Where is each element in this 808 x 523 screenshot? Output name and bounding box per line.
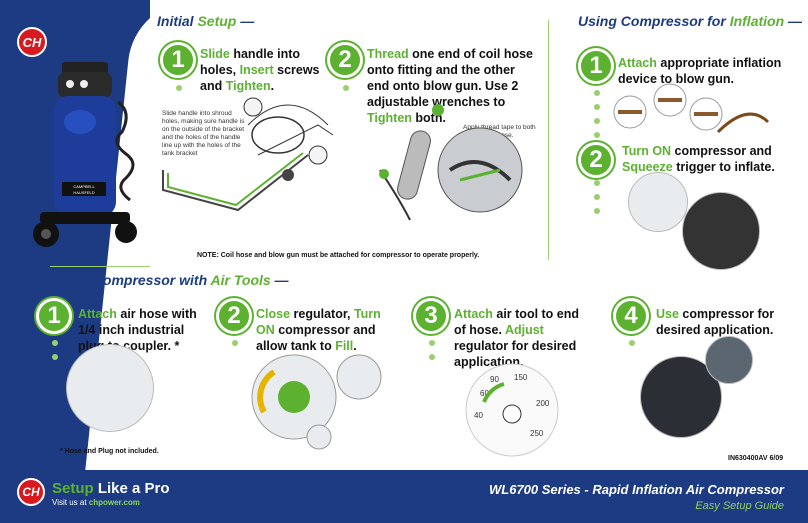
air-tools-footnote: * Hose and Plug not included.: [60, 448, 159, 455]
air-step-4-dots: [629, 340, 635, 354]
product-series-title: WL6700 Series - Rapid Inflation Air Comp…: [489, 482, 784, 497]
document-code: IN630400AV 6/09: [728, 455, 784, 462]
handle-installation-illustration: [162, 97, 334, 212]
inflation-step-2-text: Turn ON compressor and Squeeze trigger t…: [622, 144, 775, 174]
setup-step-2-number: 2: [327, 42, 363, 78]
hose-fitting-illustration: [379, 104, 523, 221]
inflation-step-1-number: 1: [578, 48, 614, 84]
footer-visit: Visit us at chpower.com: [52, 498, 140, 507]
air-step-2-text: Close regulator, Turn ON compressor and …: [256, 307, 381, 353]
footer-bar: [0, 470, 808, 523]
air-step-4-text: Use compressor for desired application.: [656, 307, 775, 337]
inflation-step-2-dots: [594, 180, 600, 222]
regulator-illustration: [251, 354, 382, 450]
setup-note: NOTE: Coil hose and blow gun must be att…: [197, 252, 480, 259]
guide-title: Easy Setup Guide: [695, 500, 784, 512]
inflation-step-1-dots: [594, 90, 600, 146]
inflation-step-2-number: 2: [578, 142, 614, 178]
setup-step-1-note: Slide handle into shroud holes, making s…: [162, 110, 245, 157]
inflation-trigger-illustration: [628, 172, 688, 232]
impact-wrench-illustration: [705, 336, 753, 384]
svg-text:60: 60: [480, 389, 489, 398]
website-link[interactable]: chpower.com: [88, 498, 140, 507]
ch-logo: CH: [17, 27, 47, 57]
initial-setup-title: Initial Setup —: [157, 13, 255, 29]
inflation-devices-illustration: [613, 83, 770, 134]
air-tools-rule: [50, 266, 150, 267]
coupler-illustration: [66, 344, 154, 432]
tire-inflation-illustration: [682, 192, 760, 270]
air-tools-title: Using Compressor with Air Tools —: [50, 272, 289, 288]
svg-text:150: 150: [514, 373, 528, 382]
air-step-1-number: 1: [36, 298, 72, 334]
air-step-3-number: 3: [413, 298, 449, 334]
svg-text:250: 250: [530, 429, 544, 438]
svg-text:90: 90: [490, 375, 499, 384]
svg-text:40: 40: [474, 411, 483, 420]
svg-text:CAMPBELL: CAMPBELL: [73, 184, 95, 189]
svg-text:200: 200: [536, 399, 550, 408]
compressor-illustration: CAMPBELL HAUSFELD: [33, 62, 137, 247]
air-step-2-dots: [232, 340, 238, 354]
air-step-2-number: 2: [216, 298, 252, 334]
setup-step-1-dots: [176, 85, 182, 99]
setup-step-1-number: 1: [160, 42, 196, 78]
setup-step-2-dots: [343, 85, 349, 99]
inflation-step-1-text: Attach appropriate inflation device to b…: [618, 56, 782, 86]
air-step-1-dots: [52, 340, 58, 368]
footer-ch-logo: CH: [17, 478, 45, 506]
air-step-3-text: Attach air tool to end of hose. Adjust r…: [454, 307, 580, 369]
section-divider: [548, 20, 549, 260]
air-step-3-dots: [429, 340, 435, 368]
setup-step-1-text: Slide handle into holes, Insert screws a…: [200, 47, 320, 93]
air-step-1-text: Attach air hose with 1/4 inch industrial…: [78, 307, 197, 353]
footer-tagline: Setup Like a Pro: [52, 480, 170, 497]
inflation-title: Using Compressor for Inflation —: [578, 13, 803, 29]
svg-text:HAUSFELD: HAUSFELD: [73, 190, 94, 195]
air-step-4-number: 4: [613, 298, 649, 334]
pressure-gauge-illustration: 40 60 90 150 200 250: [465, 363, 559, 457]
